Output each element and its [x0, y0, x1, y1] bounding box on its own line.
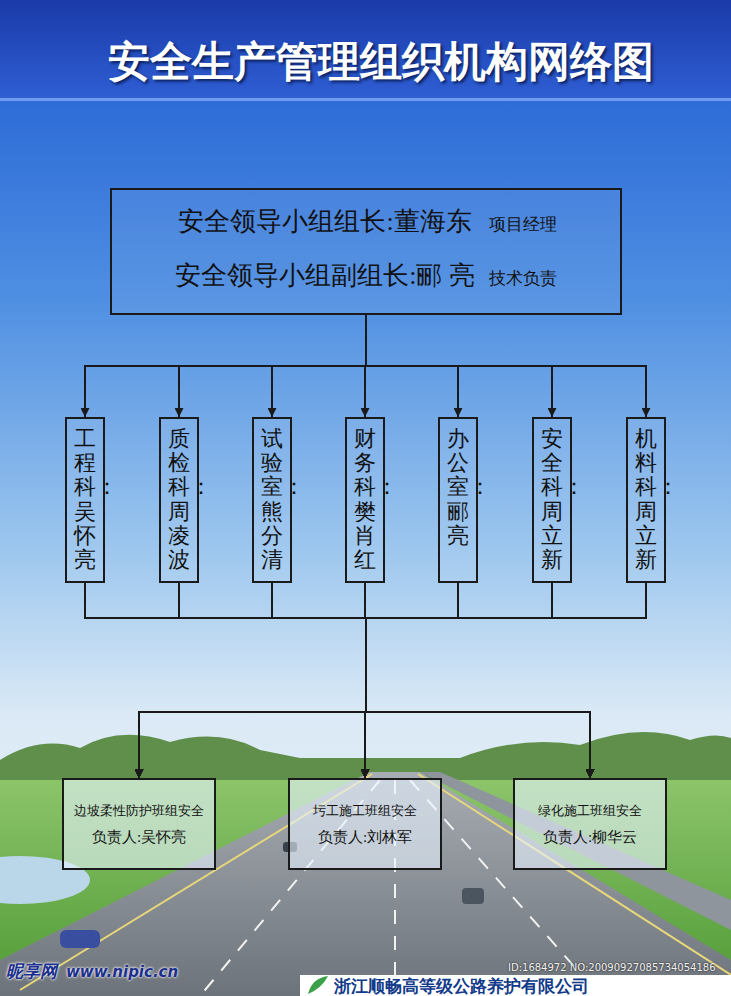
car: [462, 888, 484, 904]
connector-line: [366, 583, 590, 778]
site-mark: 昵享网: [6, 961, 57, 981]
connector-line: [272, 583, 590, 778]
department-label: 工程科：吴怀亮: [74, 427, 96, 572]
image-id: ID:1684972 NO:20090927085734054186: [508, 962, 716, 974]
team-box: 绿化施工班组安全负责人:柳华云: [513, 778, 667, 870]
connector-line: [139, 583, 552, 778]
connector-line: [366, 583, 590, 778]
connector-line: [139, 583, 366, 778]
connector-line: [139, 583, 646, 778]
connector-line: [366, 315, 646, 417]
connector-line: [365, 583, 552, 778]
leader-role: 技术负责: [489, 267, 557, 290]
connector-line: [179, 315, 366, 417]
connector-line: [139, 583, 458, 778]
title-bar-edge: [0, 98, 731, 101]
connector-line: [139, 583, 366, 778]
department-box: 财务科：樊肖红: [345, 417, 385, 583]
department-label: 机料科：周立新: [635, 427, 657, 572]
team-leader: 负责人:柳华云: [543, 828, 637, 847]
connector-line: [272, 315, 366, 417]
department-box: 安全科：周立新: [532, 417, 572, 583]
connector-line: [85, 583, 366, 778]
leader-name: 安全领导小组组长:董海东: [175, 204, 475, 239]
company-band: [300, 975, 731, 996]
road-edge: [20, 774, 731, 990]
department-box: 机料科：周立新: [626, 417, 666, 583]
team-name: 边坡柔性防护班组安全: [74, 802, 204, 820]
team-box: 圬工施工班组安全负责人:刘林军: [288, 778, 442, 870]
connector-line: [85, 583, 366, 778]
team-leader: 负责人:吴怀亮: [92, 828, 186, 847]
team-name: 圬工施工班组安全: [313, 802, 417, 820]
site-url: www.nipic.cn: [66, 963, 178, 981]
team-leader: 负责人:刘林军: [318, 828, 412, 847]
department-label: 办公室：郦 亮: [447, 427, 469, 548]
connector-line: [272, 583, 366, 778]
team-name: 绿化施工班组安全: [538, 802, 642, 820]
leader-role: 项目经理: [489, 213, 557, 236]
diagram-title: 安全生产管理组织机构网络图: [0, 34, 731, 90]
connector-line: [365, 583, 646, 778]
connector-line: [365, 583, 590, 778]
department-label: 财务科：樊肖红: [354, 427, 376, 572]
connector-line: [85, 583, 590, 778]
department-label: 质检科：周凌波: [168, 427, 190, 572]
side-road: [420, 772, 731, 930]
department-box: 试验室：熊分清: [252, 417, 292, 583]
department-label: 安全科：周立新: [541, 427, 563, 572]
highway: [0, 772, 731, 996]
leader-box: 安全领导小组组长:董海东项目经理安全领导小组副组长:郦 亮技术负责: [110, 188, 622, 315]
connector-line: [179, 583, 590, 778]
department-box: 质检科：周凌波: [159, 417, 199, 583]
department-box: 办公室：郦 亮: [438, 417, 478, 583]
connector-line: [365, 583, 458, 778]
department-box: 工程科：吴怀亮: [65, 417, 105, 583]
connector-line: [85, 315, 366, 417]
department-label: 试验室：熊分清: [261, 427, 283, 572]
team-box: 边坡柔性防护班组安全负责人:吴怀亮: [62, 778, 216, 870]
company-name: 浙江顺畅高等级公路养护有限公司: [334, 976, 589, 996]
connector-line: [366, 583, 646, 778]
car: [60, 930, 100, 948]
connector-line: [139, 583, 366, 778]
leader-name: 安全领导小组副组长:郦 亮: [175, 258, 475, 293]
company-logo: [308, 976, 328, 994]
